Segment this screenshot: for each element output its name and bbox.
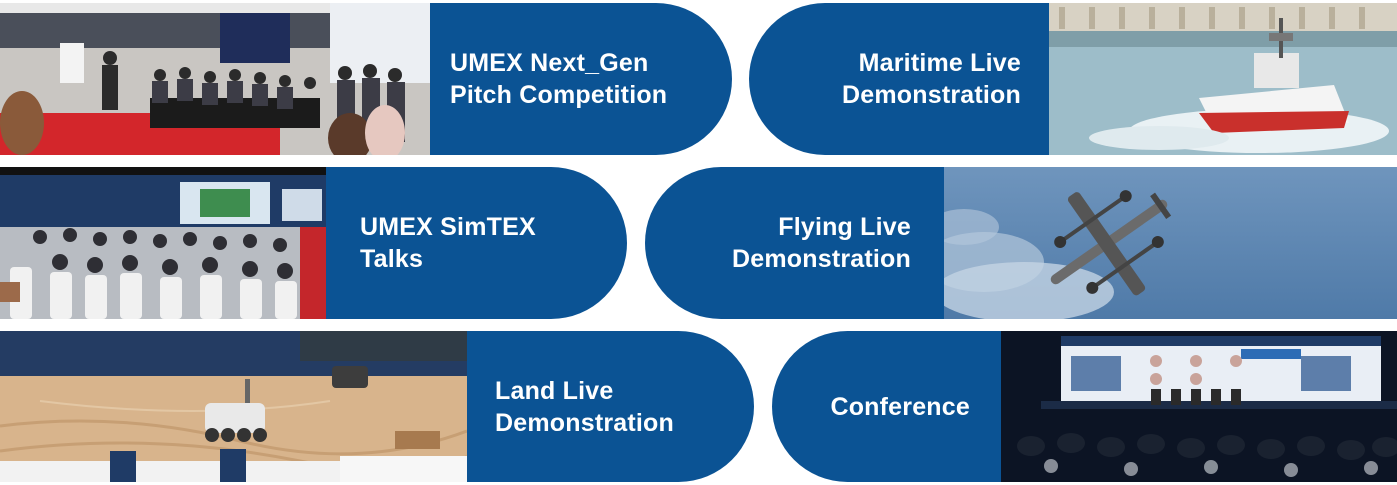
card-conference[interactable]: Conference	[772, 331, 1397, 482]
card-land-demo-pill: Land Live Demonstration	[467, 331, 754, 482]
card-pitch-competition-title: UMEX Next_Gen Pitch Competition	[450, 49, 668, 109]
vtol-drone-photo	[944, 167, 1397, 319]
card-simtex-talks-title: UMEX SimTEX Talks	[360, 213, 536, 273]
unmanned-boat-photo	[1049, 3, 1397, 155]
land-robot-arena-photo	[0, 331, 467, 482]
card-simtex-talks-pill: UMEX SimTEX Talks	[326, 167, 627, 319]
card-simtex-talks[interactable]: UMEX SimTEX Talks	[0, 167, 627, 319]
card-flying-demo-title: Flying Live Demonstration	[731, 213, 911, 273]
card-flying-demo-pill: Flying Live Demonstration	[645, 167, 944, 319]
conference-stage-photo	[1001, 331, 1397, 482]
card-flying-demo[interactable]: Flying Live Demonstration	[645, 167, 1397, 319]
card-pitch-competition-pill: UMEX Next_Gen Pitch Competition	[430, 3, 732, 155]
card-conference-title: Conference	[830, 392, 970, 421]
simtex-talks-audience-photo	[0, 167, 326, 319]
card-conference-pill: Conference	[772, 331, 1001, 482]
card-maritime-demo[interactable]: Maritime Live Demonstration	[749, 3, 1397, 155]
pitch-competition-photo	[0, 3, 430, 155]
card-maritime-demo-pill: Maritime Live Demonstration	[749, 3, 1049, 155]
card-land-demo-title: Land Live Demonstration	[495, 376, 675, 437]
card-pitch-competition[interactable]: UMEX Next_Gen Pitch Competition	[0, 3, 732, 155]
card-land-demo[interactable]: Land Live Demonstration	[0, 331, 754, 482]
card-maritime-demo-title: Maritime Live Demonstration	[841, 49, 1021, 109]
